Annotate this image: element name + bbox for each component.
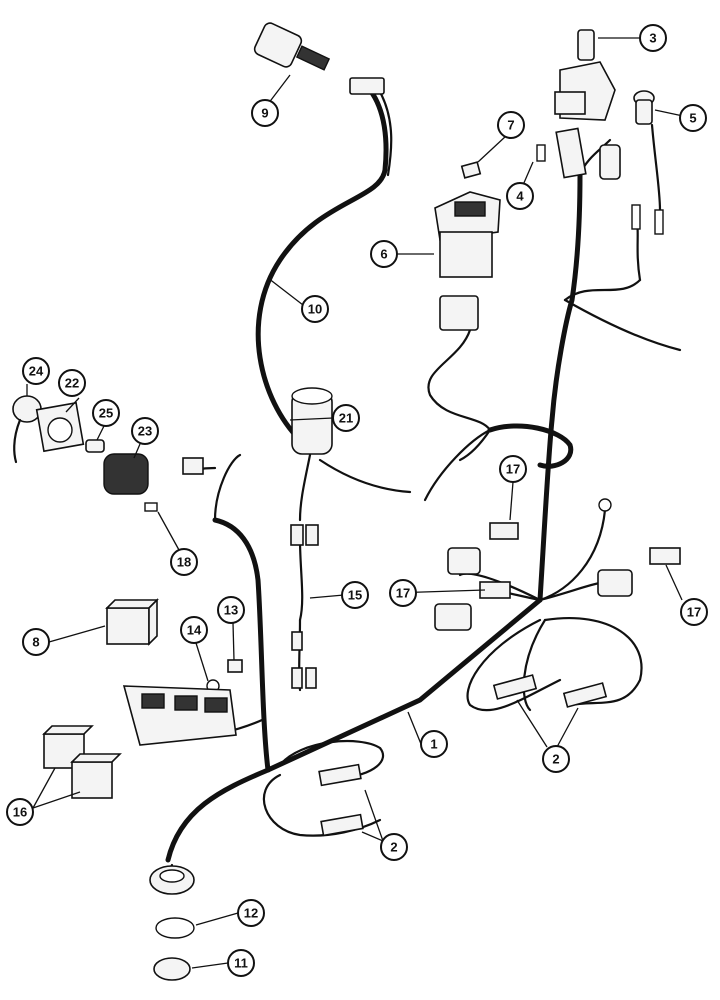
callout-2: 2 (380, 833, 408, 861)
svg-text:24: 24 (29, 364, 44, 379)
callout-10: 10 (301, 295, 329, 323)
svg-text:2: 2 (552, 752, 559, 767)
callout-25: 25 (92, 399, 120, 427)
leader-lines (26, 37, 684, 969)
part-capacitor-21 (291, 387, 333, 455)
svg-text:14: 14 (187, 623, 202, 638)
callout-17: 17 (389, 579, 417, 607)
svg-text:17: 17 (506, 462, 520, 477)
harness-trunk-left (212, 517, 271, 773)
part-relays-16 (42, 725, 122, 799)
part-socket-9 (253, 22, 385, 95)
svg-text:3: 3 (649, 31, 656, 46)
branch-wires (156, 90, 682, 878)
harness-branch-10 (255, 87, 389, 443)
callout-1: 1 (420, 730, 448, 758)
part-joystick-3 (554, 29, 616, 121)
part-plug-25 (85, 439, 105, 453)
svg-text:17: 17 (687, 605, 701, 620)
svg-text:7: 7 (507, 118, 514, 133)
part-ring-12 (155, 917, 195, 939)
part-fuses-2 (318, 674, 608, 837)
part-lamp-5 (631, 90, 664, 235)
part-cap-24 (12, 395, 42, 464)
part-bolt-13 (227, 659, 243, 673)
part-relay-base (122, 685, 237, 746)
callout-8: 8 (22, 628, 50, 656)
svg-text:22: 22 (65, 376, 79, 391)
callout-4: 4 (506, 182, 534, 210)
svg-text:10: 10 (308, 302, 322, 317)
svg-text:25: 25 (99, 406, 113, 421)
part-relay-8 (105, 598, 159, 646)
callout-24: 24 (22, 357, 50, 385)
callout-12: 12 (237, 899, 265, 927)
main-harness (165, 87, 583, 863)
svg-text:21: 21 (339, 411, 353, 426)
callout-2: 2 (542, 745, 570, 773)
part-nut-11 (153, 957, 191, 981)
svg-text:15: 15 (348, 588, 362, 603)
svg-text:5: 5 (689, 111, 696, 126)
part-rocker-switch-6 (434, 191, 501, 331)
harness-trunk-bottom (165, 767, 271, 863)
callout-18: 18 (170, 548, 198, 576)
callout-labels: 1 2 2 3 4 5 6 7 8 9 10 11 12 13 14 15 16… (6, 24, 708, 977)
callout-7: 7 (497, 111, 525, 139)
svg-text:6: 6 (380, 247, 387, 262)
callout-3: 3 (639, 24, 667, 52)
svg-text:4: 4 (516, 189, 524, 204)
svg-text:2: 2 (390, 840, 397, 855)
svg-text:23: 23 (138, 424, 152, 439)
svg-text:9: 9 (261, 106, 268, 121)
part-screw-4 (536, 127, 621, 180)
callout-14: 14 (180, 616, 208, 644)
svg-text:13: 13 (224, 603, 238, 618)
part-connectors-17 (434, 498, 681, 631)
callout-9: 9 (251, 99, 279, 127)
callout-16: 16 (6, 798, 34, 826)
callout-21: 21 (332, 404, 360, 432)
callout-23: 23 (131, 417, 159, 445)
harness-trunk-right (537, 172, 583, 603)
part-bulkhead-connector (149, 865, 195, 895)
callout-11: 11 (227, 949, 255, 977)
harness-trunk-main (265, 597, 543, 773)
part-cap-7 (460, 161, 482, 179)
svg-text:11: 11 (234, 956, 248, 971)
part-receptacle-23 (103, 453, 204, 495)
part-connectors-15 (290, 524, 319, 689)
part-socket-22 (35, 401, 85, 453)
svg-text:16: 16 (13, 805, 27, 820)
part-screw-18 (144, 502, 158, 512)
callout-17: 17 (499, 455, 527, 483)
callout-5: 5 (679, 104, 707, 132)
svg-text:12: 12 (244, 906, 258, 921)
callout-6: 6 (370, 240, 398, 268)
svg-text:8: 8 (32, 635, 39, 650)
svg-text:18: 18 (177, 555, 191, 570)
harness-loop-center (487, 423, 574, 469)
callout-22: 22 (58, 369, 86, 397)
callout-13: 13 (217, 596, 245, 624)
svg-text:17: 17 (396, 586, 410, 601)
callout-15: 15 (341, 581, 369, 609)
svg-text:1: 1 (430, 737, 437, 752)
callout-17: 17 (680, 598, 708, 626)
